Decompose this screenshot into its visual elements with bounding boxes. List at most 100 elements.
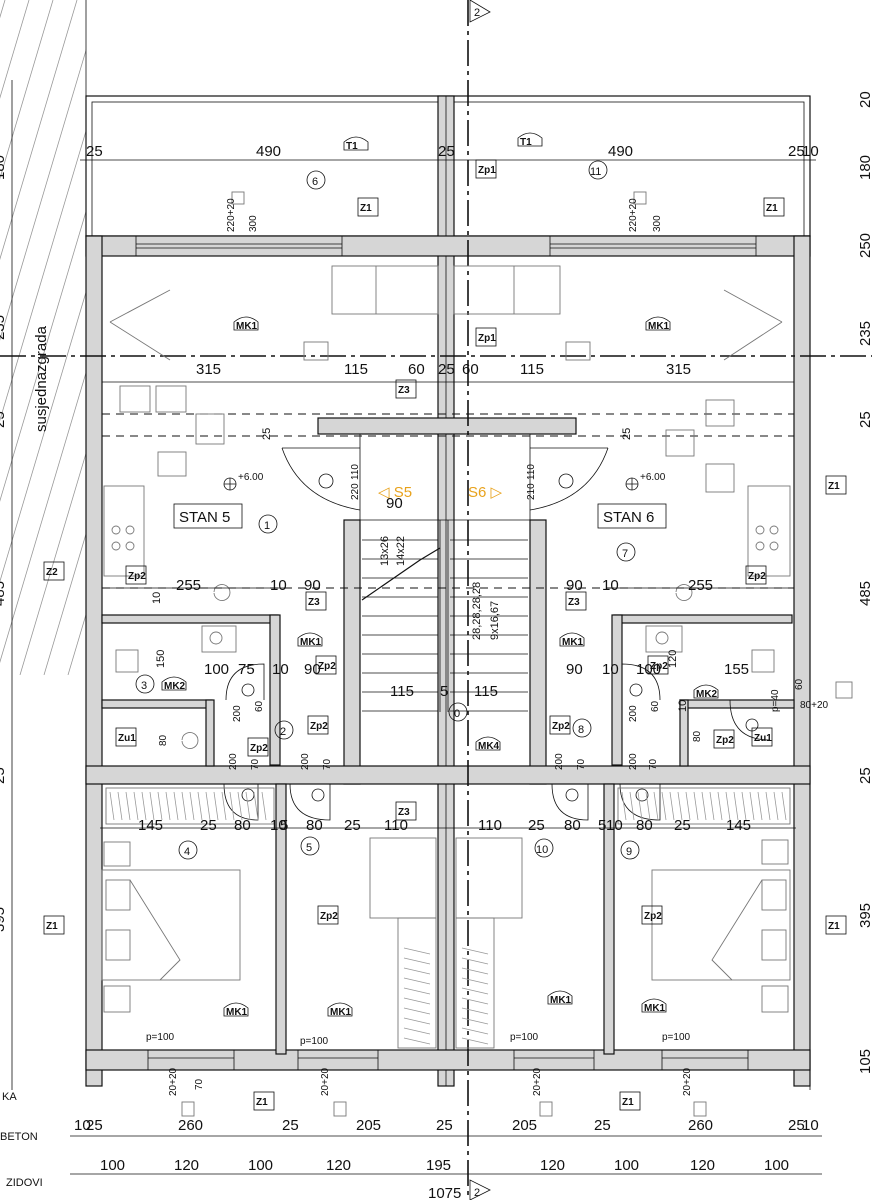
opening-label-17: 60 [254, 700, 265, 712]
stair-label-left-b: 14x22 [395, 536, 407, 566]
dimension-39: 110 [478, 817, 502, 834]
tag-mk2-text-34: MK2 [164, 681, 186, 692]
tag-zp2-text-14: Zp2 [128, 571, 146, 582]
dimension-44: 80 [636, 817, 653, 834]
tag-zp1-text-12: Zp1 [478, 165, 496, 176]
dimension-37: 25 [344, 817, 361, 834]
dimension-9: 25 [438, 361, 455, 378]
opening-label-23: 20+20 [532, 1067, 543, 1096]
tag-zp2-23: Zp2 [641, 905, 663, 925]
tag-mk1-text-28: MK1 [300, 637, 322, 648]
opening-label-9: 70 [250, 758, 261, 770]
room-number-r0: 0 [448, 702, 468, 722]
tag-z1-1: Z1 [763, 197, 785, 217]
vertical-dimension-3: 150 [155, 650, 167, 668]
tag-zu1-24: Zu1 [115, 727, 137, 747]
opening-label-26: 80 [692, 730, 703, 742]
room-number-r11: 11 [588, 160, 608, 180]
zidovi-dimension-3: 120 [326, 1157, 351, 1174]
room-number-text-r9: 9 [626, 846, 632, 858]
svg-text:2: 2 [474, 7, 480, 19]
zidovi-dimension-1: 120 [174, 1157, 199, 1174]
dimension-38: 110 [384, 817, 408, 834]
room-number-r10: 10 [534, 838, 554, 858]
tag-mk1-30: MK1 [223, 1002, 249, 1018]
tag-z1-text-3: Z1 [46, 921, 58, 932]
room-number-text-r3: 3 [141, 680, 147, 692]
opening-label-24: 20+20 [682, 1067, 693, 1096]
section-s5-label: ◁ S5 [378, 484, 412, 501]
opening-label-8020: 80+20 [800, 700, 829, 711]
beton-dimension-10: 10 [802, 1117, 819, 1134]
dimension-2: 25 [438, 143, 455, 160]
dimension-36: 80 [306, 817, 323, 834]
tag-mk1-text-32: MK1 [550, 995, 572, 1006]
tag-z1-5: Z1 [253, 1091, 275, 1111]
beton-dimension-1: 25 [86, 1117, 103, 1134]
right-side-dimension-3: 235 [857, 321, 872, 346]
tag-mk2-34: MK2 [161, 676, 187, 692]
dimension-24: 10 [602, 661, 619, 678]
tag-zp2-text-17: Zp2 [650, 661, 668, 672]
vertical-dimension-5: 10 [677, 700, 689, 712]
tag-zu1-text-24: Zu1 [118, 733, 136, 744]
dimension-8: 60 [408, 361, 425, 378]
dimension-28: 115 [390, 683, 414, 700]
tag-z3-text-8: Z3 [398, 385, 410, 396]
dimension-42: 5 [598, 817, 606, 834]
tag-mk1-29: MK1 [559, 632, 585, 648]
zidovi-dimension-6: 100 [614, 1157, 639, 1174]
dimension-0: 25 [86, 143, 103, 160]
left-side-dimension-2: 25 [0, 411, 8, 428]
room-number-r6: 6 [306, 170, 326, 190]
sill-label-5: p=40 [770, 689, 781, 712]
opening-label-21: 70 [194, 1078, 205, 1090]
tag-z1-3: Z1 [43, 915, 65, 935]
dimension-32: 25 [200, 817, 217, 834]
tag-zu1-text-25: Zu1 [754, 733, 772, 744]
zidovi-dimension-5: 120 [540, 1157, 565, 1174]
tag-t1-37: T1 [343, 136, 369, 152]
left-side-dimension-4: 25 [0, 767, 8, 784]
sill-label-2: p=100 [300, 1036, 329, 1047]
room-number-text-r11: 11 [590, 166, 601, 178]
dimension-30: 115 [474, 683, 498, 700]
exterior-walls [85, 235, 811, 1087]
tag-mk4-36: MK4 [475, 736, 501, 752]
tag-z1-text-1: Z1 [766, 203, 778, 214]
dimension-7: 115 [344, 361, 368, 378]
opening-label-1: 300 [248, 215, 259, 232]
tag-t1-text-37: T1 [346, 141, 358, 152]
dimension-33: 80 [234, 817, 251, 834]
opening-label-18: 200 [628, 705, 639, 722]
svg-text:+6.00: +6.00 [238, 472, 264, 483]
tag-zp2-20: Zp2 [549, 715, 571, 735]
dimension-40: 25 [528, 817, 545, 834]
dimension-17: 10 [602, 577, 619, 594]
dimension-13: 255 [176, 577, 201, 594]
top-windows [135, 235, 757, 257]
sill-label-3: p=100 [510, 1032, 539, 1043]
sill-label-4: p=100 [662, 1032, 691, 1043]
tag-zp2-21: Zp2 [713, 729, 735, 749]
tag-zu1-25: Zu1 [751, 727, 773, 747]
tag-z3-9: Z3 [305, 591, 327, 611]
room-number-r8: 8 [572, 718, 592, 738]
opening-label-22: 20+20 [320, 1067, 331, 1096]
tag-zp2-text-16: Zp2 [318, 661, 336, 672]
room-number-text-r2: 2 [280, 726, 286, 738]
opening-label-15: 70 [648, 758, 659, 770]
tag-z1-6: Z1 [619, 1091, 641, 1111]
tag-zp2-text-20: Zp2 [552, 721, 570, 732]
zidovi-dimension-2: 100 [248, 1157, 273, 1174]
elevation-marker-right: +6.00 [625, 472, 666, 491]
tag-mk1-33: MK1 [641, 998, 667, 1014]
room-number-r2: 2 [274, 720, 294, 740]
room-number-r3: 3 [135, 674, 155, 694]
dimension-11: 115 [520, 361, 544, 378]
room-number-text-r0: 0 [454, 708, 460, 720]
tag-z3-text-10: Z3 [568, 597, 580, 608]
dimension-18: 255 [688, 577, 713, 594]
zidovi-dimension-8: 100 [764, 1157, 789, 1174]
